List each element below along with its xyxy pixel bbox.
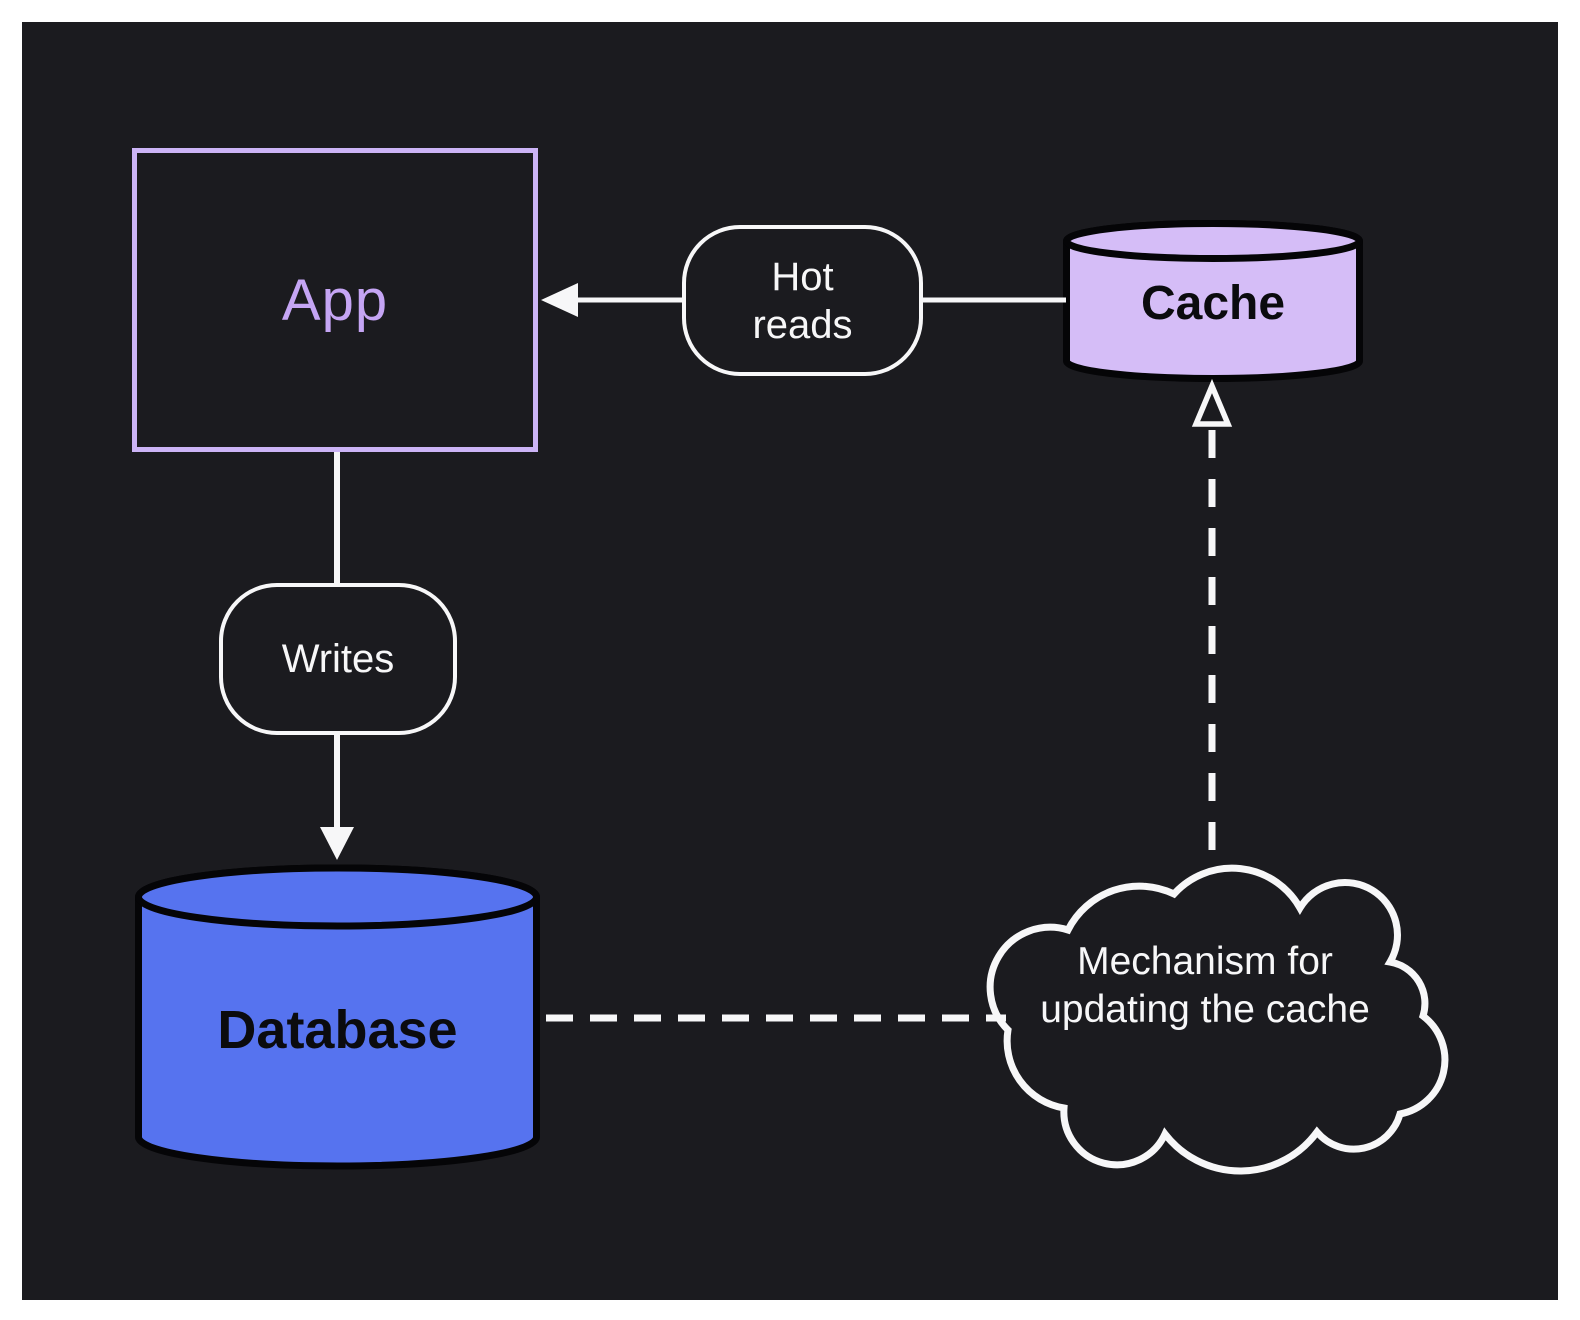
app-node-label: App bbox=[281, 267, 389, 333]
writes-edge-label-text: Writes bbox=[281, 637, 395, 681]
cache-cylinder-top bbox=[1063, 220, 1363, 262]
cache-to-app-arrow bbox=[541, 283, 1066, 317]
writes-edge-label: Writes bbox=[219, 583, 457, 735]
app-to-database-arrow bbox=[320, 452, 354, 860]
app-node: App bbox=[132, 148, 538, 452]
cache-cylinder bbox=[1063, 220, 1363, 382]
hot-reads-edge-label-text: Hot reads bbox=[752, 254, 853, 347]
database-cylinder bbox=[135, 864, 540, 1170]
cache-to-app-arrowhead-icon bbox=[541, 283, 578, 317]
app-to-database-arrowhead-icon bbox=[320, 827, 354, 860]
hot-reads-edge-label: Hot reads bbox=[682, 225, 923, 376]
cloud-to-cache-arrowhead-icon bbox=[1191, 378, 1233, 427]
database-cylinder-top bbox=[135, 864, 540, 930]
mechanism-cloud-shape bbox=[986, 864, 1449, 1175]
cloud-to-cache-dashed-arrow bbox=[1191, 378, 1233, 872]
